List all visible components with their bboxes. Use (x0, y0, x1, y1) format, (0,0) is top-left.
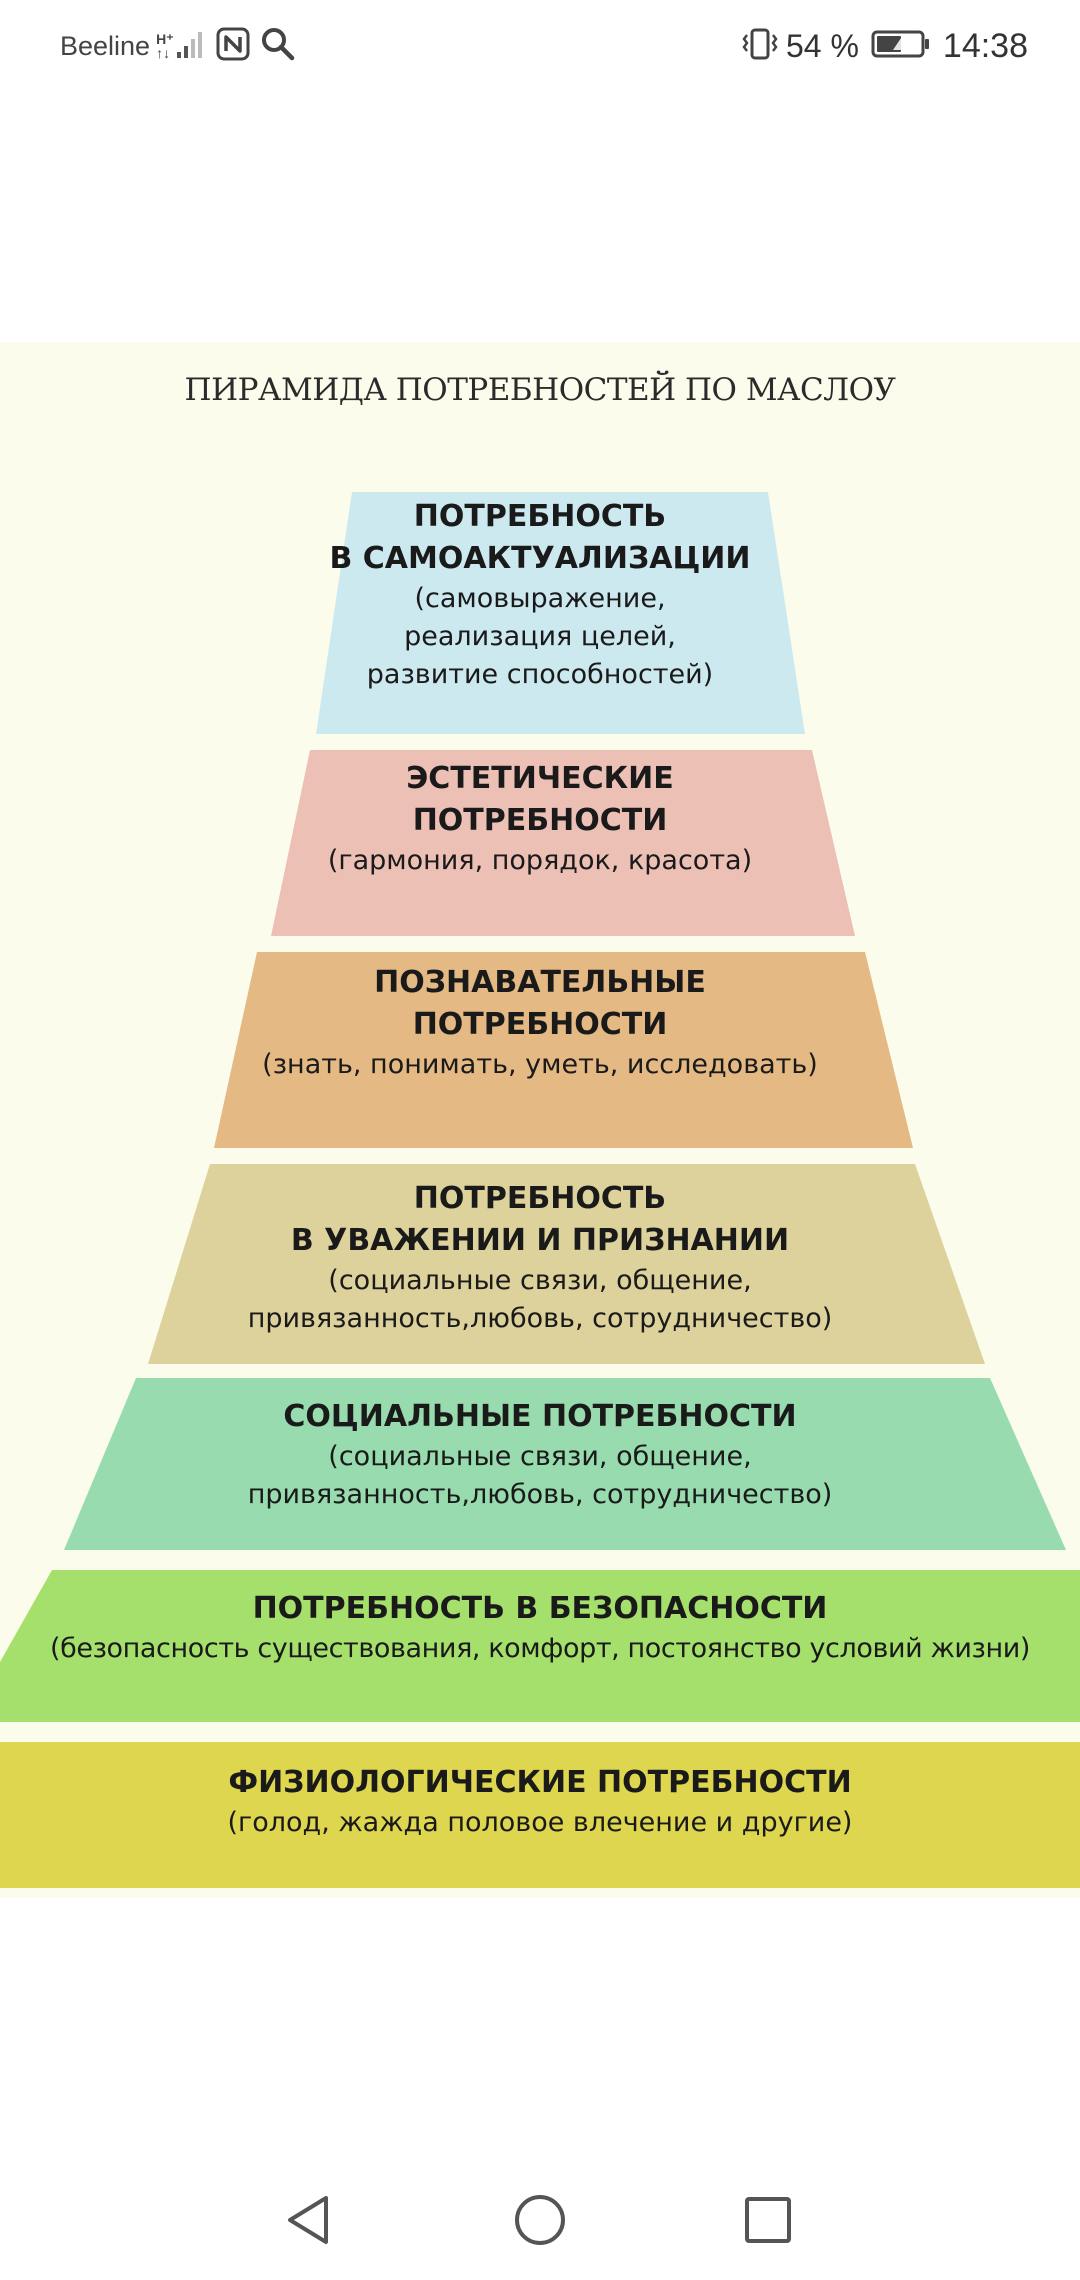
vibrate-icon (740, 26, 780, 66)
level-description: (социальные связи, общение, (328, 1265, 752, 1296)
level-title: ПОТРЕБНОСТЬ В БЕЗОПАСНОСТИ (252, 1591, 828, 1626)
recents-icon (745, 2197, 791, 2243)
battery-percent: 54 % (785, 27, 859, 64)
level-title: ПОЗНАВАТЕЛЬНЫЕ (374, 965, 706, 1000)
level-text: ПОТРЕБНОСТЬ В УВАЖЕНИИ И ПРИЗНАНИИ (соци… (0, 1178, 1080, 1338)
search-icon (260, 26, 296, 66)
level-title: ПОТРЕБНОСТЬ (413, 499, 667, 534)
level-text: ЭСТЕТИЧЕСКИЕ ПОТРЕБНОСТИ (гармония, поря… (0, 758, 1080, 880)
carrier-name: Beeline (60, 30, 151, 61)
battery-icon (871, 29, 931, 63)
pyramid-level-safety: ПОТРЕБНОСТЬ В БЕЗОПАСНОСТИ (безопасность… (0, 1570, 1080, 1722)
level-title: ПОТРЕБНОСТИ (412, 1007, 668, 1042)
status-left: Beeline H⁺ ↑↓ (60, 24, 296, 68)
level-shape (148, 1164, 985, 1364)
level-shape (316, 492, 805, 734)
navigation-bar (0, 2160, 1080, 2280)
signal-icon (176, 28, 206, 64)
level-description: реализация целей, (404, 621, 676, 652)
level-title: ЭСТЕТИЧЕСКИЕ (406, 761, 674, 796)
level-description: привязанность,любовь, сотрудничество) (247, 1303, 833, 1334)
level-description: (гармония, порядок, красота) (327, 845, 753, 876)
clock: 14:38 (942, 26, 1028, 65)
level-shape (214, 952, 913, 1148)
level-description: (социальные связи, общение, (328, 1441, 752, 1472)
recents-button[interactable] (730, 2182, 806, 2258)
level-text: ПОТРЕБНОСТЬ В САМОАКТУАЛИЗАЦИИ (самовыра… (0, 496, 1080, 694)
level-shape (64, 1378, 1066, 1550)
level-description: (знать, понимать, уметь, исследовать) (262, 1049, 818, 1080)
pyramid-title: ПИРАМИДА ПОТРЕБНОСТЕЙ ПО МАСЛОУ (184, 372, 896, 408)
level-title: ПОТРЕБНОСТЬ (413, 1181, 667, 1216)
pyramid-level-aesthetic: ЭСТЕТИЧЕСКИЕ ПОТРЕБНОСТИ (гармония, поря… (0, 750, 1080, 936)
level-description: развитие способностей) (366, 659, 714, 690)
level-text: ПОТРЕБНОСТЬ В БЕЗОПАСНОСТИ (безопасность… (0, 1588, 1080, 1668)
level-text: ФИЗИОЛОГИЧЕСКИЕ ПОТРЕБНОСТИ (голод, жажд… (0, 1762, 1080, 1842)
network-type: H⁺ ↑↓ (156, 31, 174, 61)
level-text: СОЦИАЛЬНЫЕ ПОТРЕБНОСТИ (социальные связи… (0, 1396, 1080, 1514)
maslow-pyramid-image: ПИРАМИДА ПОТРЕБНОСТЕЙ ПО МАСЛОУ ПОТРЕБНО… (0, 342, 1080, 1898)
level-title: В САМОАКТУАЛИЗАЦИИ (329, 541, 751, 576)
status-right: 54 % 14:38 (740, 22, 1028, 70)
level-shape (0, 1742, 1080, 1888)
level-title: ПОТРЕБНОСТИ (412, 803, 668, 838)
level-title: ФИЗИОЛОГИЧЕСКИЕ ПОТРЕБНОСТИ (228, 1765, 852, 1800)
level-description: привязанность,любовь, сотрудничество) (247, 1479, 833, 1510)
level-shape (271, 750, 855, 936)
level-title: В УВАЖЕНИИ И ПРИЗНАНИИ (290, 1223, 790, 1258)
pyramid-level-physiological: ФИЗИОЛОГИЧЕСКИЕ ПОТРЕБНОСТИ (голод, жажд… (0, 1742, 1080, 1888)
level-shape (0, 1570, 1080, 1722)
home-button[interactable] (502, 2182, 578, 2258)
status-bar: Beeline H⁺ ↑↓ (0, 0, 1080, 92)
pyramid-level-social: СОЦИАЛЬНЫЕ ПОТРЕБНОСТИ (социальные связи… (0, 1378, 1080, 1550)
level-description: (голод, жажда половое влечение и другие) (227, 1807, 853, 1838)
nfc-icon (216, 27, 250, 65)
back-button[interactable] (270, 2182, 346, 2258)
pyramid-level-cognitive: ПОЗНАВАТЕЛЬНЫЕ ПОТРЕБНОСТИ (знать, поним… (0, 952, 1080, 1148)
level-title: СОЦИАЛЬНЫЕ ПОТРЕБНОСТИ (283, 1399, 797, 1434)
back-icon (288, 2196, 328, 2244)
level-description: (безопасность существования, комфорт, по… (49, 1633, 1031, 1664)
home-icon (515, 2195, 565, 2245)
level-text: ПОЗНАВАТЕЛЬНЫЕ ПОТРЕБНОСТИ (знать, поним… (0, 962, 1080, 1084)
pyramid-level-self-actualization: ПОТРЕБНОСТЬ В САМОАКТУАЛИЗАЦИИ (самовыра… (0, 492, 1080, 734)
level-description: (самовыражение, (414, 583, 666, 614)
pyramid-level-esteem: ПОТРЕБНОСТЬ В УВАЖЕНИИ И ПРИЗНАНИИ (соци… (0, 1164, 1080, 1364)
